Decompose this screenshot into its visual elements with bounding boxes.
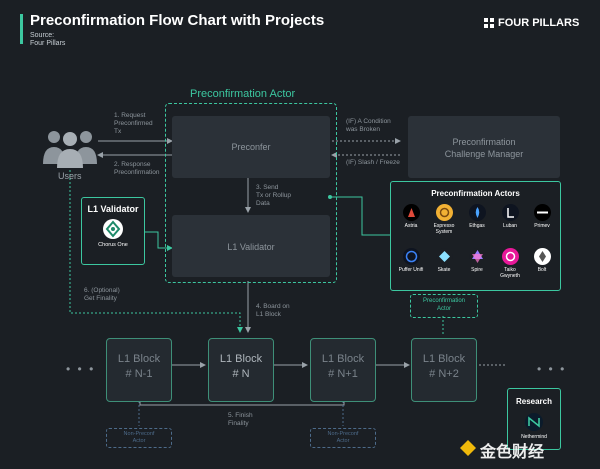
taiko-gwyneth-icon bbox=[501, 248, 519, 265]
challenge-manager-label: Preconfirmation Challenge Manager bbox=[444, 137, 524, 159]
step-4-label: 4. Board on L1 Block bbox=[256, 303, 290, 318]
watermark-text: 金色财经 bbox=[480, 444, 545, 461]
ellipsis-right: • • • bbox=[537, 362, 567, 376]
luban-icon bbox=[501, 204, 519, 221]
challenge-manager-box: Preconfirmation Challenge Manager bbox=[408, 116, 560, 178]
l1-block-n-plus-2: L1 Block # N+2 bbox=[411, 338, 477, 402]
four-pillars-logo-icon bbox=[484, 18, 494, 28]
project-astria: Astria bbox=[395, 204, 427, 229]
l1-validator-project: Chorus One bbox=[98, 242, 128, 248]
astria-icon bbox=[402, 204, 420, 221]
users-label: Users bbox=[58, 171, 82, 181]
ellipsis-left: • • • bbox=[66, 362, 96, 376]
page-title: Preconfirmation Flow Chart with Projects bbox=[30, 12, 325, 29]
puffer-unifi-icon bbox=[402, 248, 420, 265]
non-preconf-actor-tag-1: Non-Preconf Actor bbox=[106, 428, 172, 448]
step-6-label: 6. (Optional) Get Finality bbox=[84, 287, 120, 302]
project-primev: Primev bbox=[526, 204, 558, 229]
if-slash-label: (IF) Slash / Freeze bbox=[346, 159, 400, 166]
project-ethgas: Ethgas bbox=[461, 204, 493, 229]
step-2-label: 2. Response Preconfirmation bbox=[114, 161, 160, 176]
research-title: Research bbox=[515, 397, 553, 406]
actors-card-title: Preconfirmation Actors bbox=[431, 189, 520, 198]
bolt-icon bbox=[533, 248, 551, 265]
l1-block-n-minus-1: L1 Block # N-1 bbox=[106, 338, 172, 402]
skate-icon bbox=[435, 248, 453, 265]
project-taiko-gwyneth: Taiko Gwyneth bbox=[494, 248, 526, 279]
title-accent-bar bbox=[20, 14, 23, 44]
project-espresso: Espresso System bbox=[428, 204, 460, 235]
project-puffer-unifi: Puffer Unifi bbox=[395, 248, 427, 273]
preconfer-label: Preconfer bbox=[231, 142, 271, 152]
nethermind-logo-icon bbox=[525, 413, 543, 431]
l1-validator-card: L1 Validator Chorus One bbox=[81, 197, 145, 265]
preconfer-box: Preconfer bbox=[172, 116, 330, 178]
actor-group-frame bbox=[165, 103, 337, 283]
step-5-label: 5. Finish Finality bbox=[228, 412, 253, 427]
actor-group-title: Preconfirmation Actor bbox=[190, 88, 296, 100]
brand-name: FOUR PILLARS bbox=[498, 17, 580, 29]
step-3-label: 3. Send Tx or Rollup Data bbox=[256, 184, 292, 207]
l1-block-n: L1 Block # N bbox=[208, 338, 274, 402]
non-preconf-actor-tag-2: Non-Preconf Actor bbox=[310, 428, 376, 448]
project-spire: Spire bbox=[461, 248, 493, 273]
preconf-actor-tag: Preconfirmation Actor bbox=[410, 294, 478, 318]
source-label: Source: bbox=[30, 32, 55, 39]
primev-icon bbox=[533, 204, 551, 221]
project-skate: Skate bbox=[428, 248, 460, 273]
spire-icon bbox=[468, 248, 486, 265]
watermark-logo-icon bbox=[460, 440, 476, 456]
ethgas-icon bbox=[468, 204, 486, 221]
research-card: Research Nethermind bbox=[507, 388, 561, 450]
chorus-one-logo-icon bbox=[103, 219, 123, 239]
preconfirmation-actors-card: Preconfirmation Actors Astria Espresso S… bbox=[390, 181, 561, 291]
l1-block-n-plus-1: L1 Block # N+1 bbox=[310, 338, 376, 402]
l1-validator-inner-label: L1 Validator bbox=[227, 242, 275, 252]
project-luban: Luban bbox=[494, 204, 526, 229]
espresso-icon bbox=[435, 204, 453, 221]
l1-validator-card-title: L1 Validator bbox=[87, 204, 139, 214]
research-project: Nethermind bbox=[521, 434, 547, 440]
project-bolt: Bolt bbox=[526, 248, 558, 273]
if-broken-label: (IF) A Condition was Broken bbox=[346, 118, 391, 133]
step-1-label: 1. Request Preconfirmed Tx bbox=[114, 112, 153, 135]
source-name: Four Pillars bbox=[30, 40, 66, 47]
users-icon bbox=[43, 131, 97, 168]
l1-validator-inner-box: L1 Validator bbox=[172, 215, 330, 277]
source-note: Source: Four Pillars bbox=[30, 32, 65, 48]
